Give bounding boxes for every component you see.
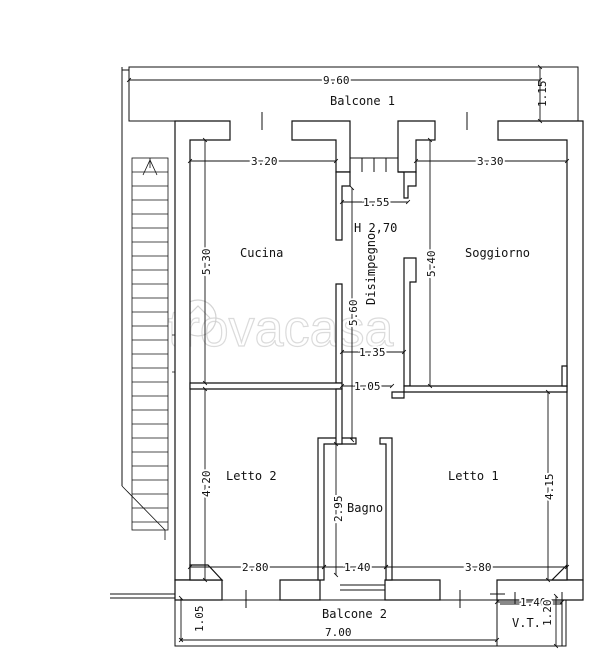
label-bagno: Bagno bbox=[347, 501, 383, 515]
dim-letto-2-depth: 4.20 bbox=[200, 471, 213, 498]
dim-soggiorno-width: 3.30 bbox=[477, 155, 504, 168]
dim-vt-depth: 1.20 bbox=[541, 600, 554, 627]
dim-bagno-width: 1.40 bbox=[344, 561, 371, 574]
dim-letto-2-width: 2.80 bbox=[242, 561, 269, 574]
dim-balcone-2-width: 7.00 bbox=[325, 626, 352, 639]
dim-vt-width: 1.40 bbox=[520, 596, 547, 609]
room-labels: Balcone 1 Cucina Soggiorno H 2,70 Disimp… bbox=[226, 94, 541, 630]
dim-cucina-depth: 5.30 bbox=[200, 249, 213, 276]
interior-walls bbox=[189, 171, 568, 581]
label-letto-2: Letto 2 bbox=[226, 469, 277, 483]
dim-disimpegno-mid: 1.35 bbox=[359, 346, 386, 359]
label-balcone-2: Balcone 2 bbox=[322, 607, 387, 621]
label-height: H 2,70 bbox=[354, 221, 397, 235]
dimension-labels: 9.60 1.15 3.20 3.30 1.55 5.30 5.40 5.60 … bbox=[191, 72, 558, 641]
label-disimpegno: Disimpegno bbox=[364, 233, 378, 305]
dim-letto-1-depth: 4.15 bbox=[543, 474, 556, 501]
balcone-1-outline bbox=[121, 66, 579, 486]
dim-balcone-2-depth: 1.05 bbox=[193, 606, 206, 633]
dim-total-width: 9.60 bbox=[323, 74, 350, 87]
exterior-walls bbox=[174, 120, 584, 601]
dim-soggiorno-depth: 5.40 bbox=[425, 251, 438, 278]
wall-openings bbox=[245, 112, 468, 608]
dim-letto-1-width: 3.80 bbox=[465, 561, 492, 574]
dim-balcone-1-depth: 1.15 bbox=[536, 81, 549, 108]
label-vt: V.T. bbox=[512, 616, 541, 630]
dim-bagno-depth: 2.95 bbox=[332, 496, 345, 523]
dim-disimpegno-depth: 5.60 bbox=[347, 300, 360, 327]
label-balcone-1: Balcone 1 bbox=[330, 94, 395, 108]
dimension-lines bbox=[126, 64, 570, 649]
label-letto-1: Letto 1 bbox=[448, 469, 499, 483]
label-soggiorno: Soggiorno bbox=[465, 246, 530, 260]
label-cucina: Cucina bbox=[240, 246, 283, 260]
dim-cucina-width: 3.20 bbox=[251, 155, 278, 168]
dim-disimpegno-top: 1.55 bbox=[363, 196, 390, 209]
dim-disimpegno-low: 1.05 bbox=[354, 380, 381, 393]
